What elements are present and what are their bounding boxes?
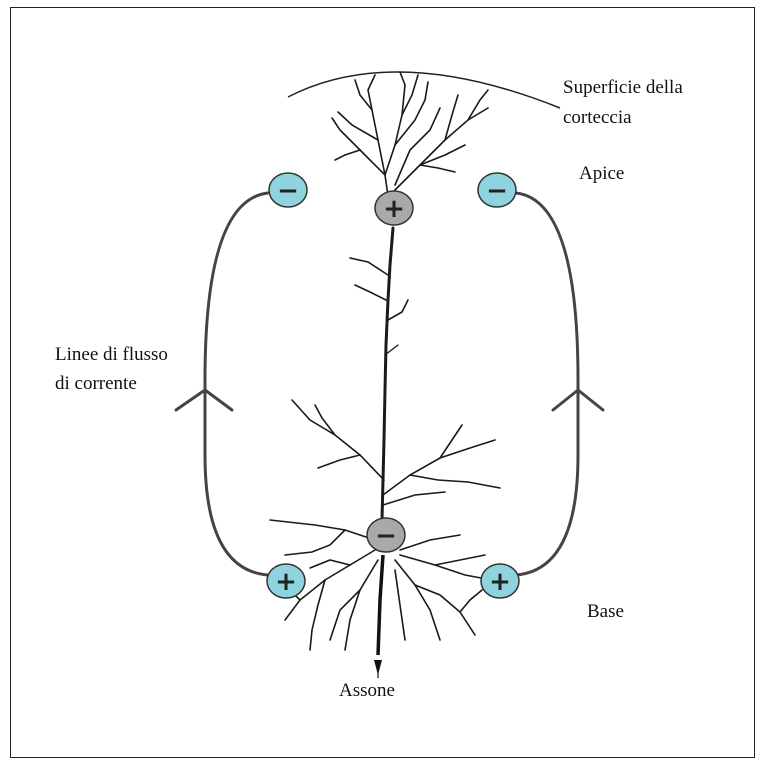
axon xyxy=(378,555,383,655)
charge-symbol-minus-top-right: − xyxy=(486,176,508,206)
charge-symbol-plus-apex: + xyxy=(383,194,405,224)
apical-tuft xyxy=(332,72,488,210)
axon-label: Assone xyxy=(339,679,395,703)
flow-line-left xyxy=(176,193,268,575)
charge-symbol-minus-top-left: − xyxy=(277,176,299,206)
charge-symbol-plus-bottom-left: + xyxy=(275,567,297,597)
apex-label: Apice xyxy=(579,162,624,186)
flow-line-right xyxy=(516,193,603,575)
flow-label-line2: di corrente xyxy=(55,372,137,396)
flow-label-line1: Linee di flusso xyxy=(55,343,168,367)
surface-label-line1: Superficie della xyxy=(563,76,683,100)
charge-symbol-plus-bottom-right: + xyxy=(489,567,511,597)
charge-symbol-minus-soma: − xyxy=(375,521,397,551)
apical-trunk xyxy=(350,228,408,520)
base-label: Base xyxy=(587,600,624,624)
surface-label-line2: corteccia xyxy=(563,106,632,130)
